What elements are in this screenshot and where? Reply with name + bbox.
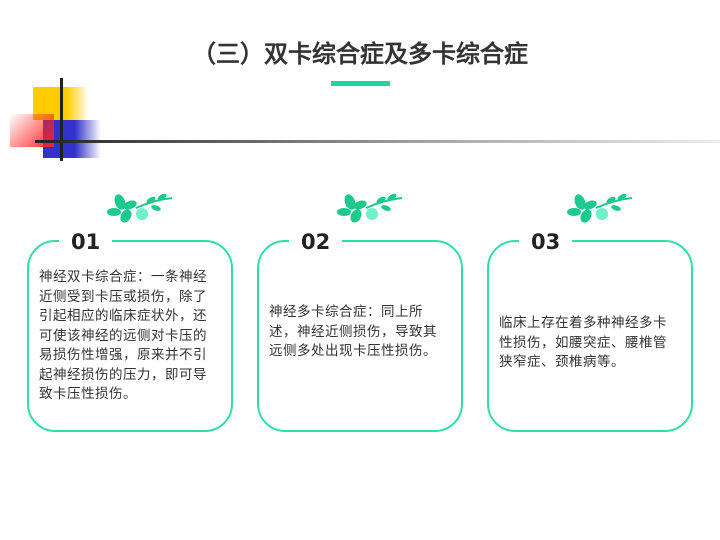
decor-vertical-line <box>60 78 63 161</box>
card-number: 01 <box>59 230 113 254</box>
flower-icon <box>107 193 173 223</box>
card-number: 02 <box>289 230 343 254</box>
card-03: 03 临床上存在着多种神经多卡性损伤，如腰突症、腰椎管狭窄症、颈椎病等。 <box>487 230 693 432</box>
card-02: 02 神经多卡综合症：同上所述，神经近侧损伤，导致其远侧多处出现卡压性损伤。 <box>257 230 463 432</box>
card-text: 临床上存在着多种神经多卡性损伤，如腰突症、腰椎管狭窄症、颈椎病等。 <box>499 315 667 370</box>
title-underline <box>331 81 390 86</box>
card-text: 神经双卡综合症：一条神经近侧受到卡压或损伤，除了引起相应的临床症状外，还可使该神… <box>39 269 207 402</box>
card-01: 01 神经双卡综合症：一条神经近侧受到卡压或损伤，除了引起相应的临床症状外，还可… <box>27 230 233 432</box>
page-title: （三）双卡综合症及多卡综合症 <box>192 40 528 68</box>
card-number: 03 <box>519 230 573 254</box>
card-text: 神经多卡综合症：同上所述，神经近侧损伤，导致其远侧多处出现卡压性损伤。 <box>269 304 437 359</box>
decor-horizontal-line <box>35 140 720 143</box>
flower-icon <box>567 193 633 223</box>
flower-icon <box>337 193 403 223</box>
